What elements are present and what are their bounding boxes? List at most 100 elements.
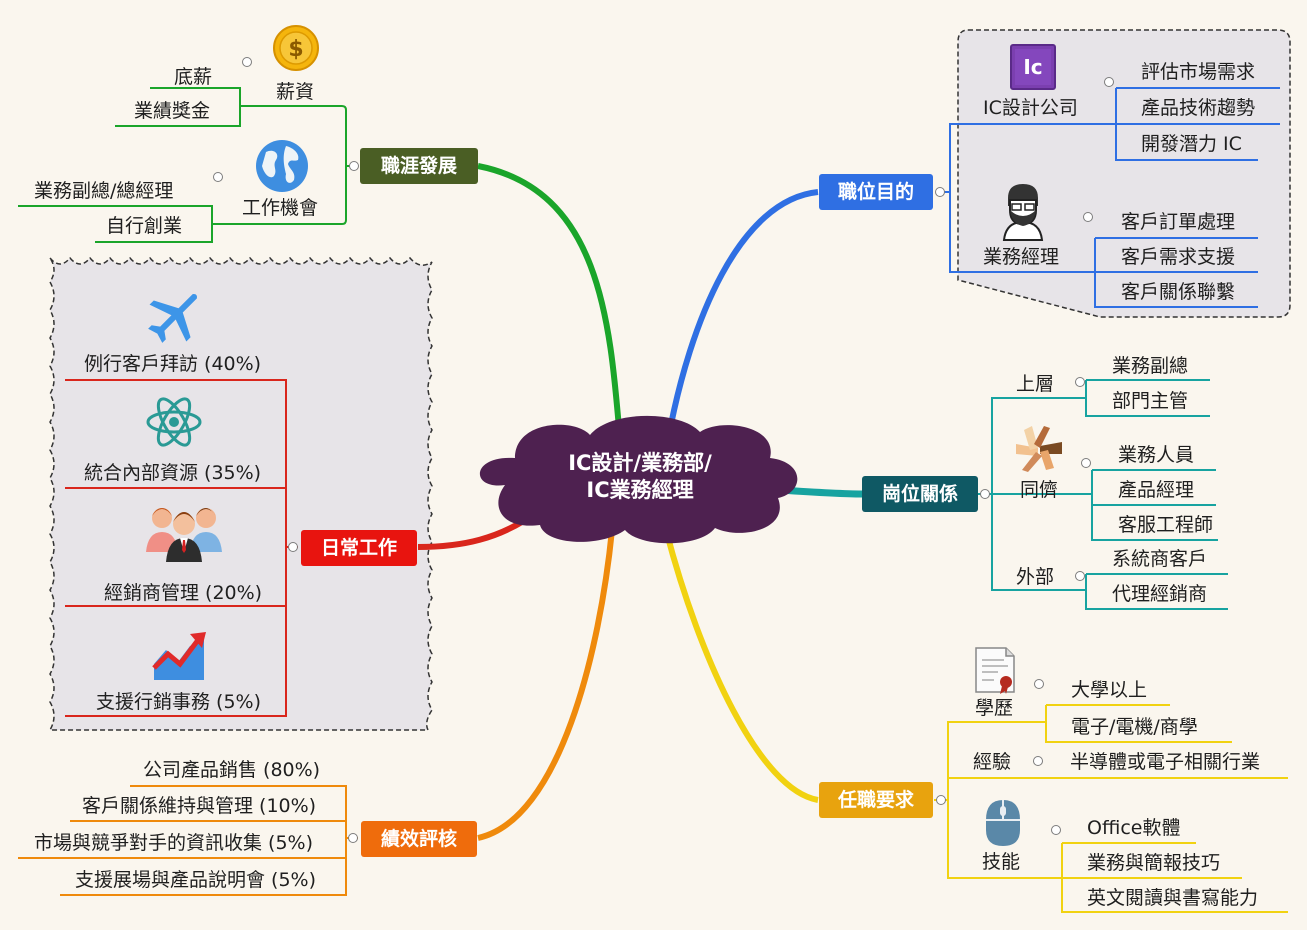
globe-icon — [254, 138, 310, 198]
requirements-experience-item-1[interactable]: 半導體或電子相關行業 — [1070, 751, 1261, 773]
topic-daily-work[interactable]: 日常工作 — [301, 530, 417, 566]
peer-collapse-toggle[interactable] — [1081, 458, 1091, 468]
daily-item-3[interactable]: 經銷商管理 (20%) — [104, 582, 263, 604]
topic-requirements[interactable]: 任職要求 — [819, 782, 933, 818]
relations-external-label[interactable]: 外部 — [1016, 566, 1055, 588]
purpose-boundary — [957, 29, 1291, 318]
topic-relations[interactable]: 崗位關係 — [862, 476, 978, 512]
career-salary-line — [115, 105, 355, 167]
kpi-item-3[interactable]: 市場與競爭對手的資訊收集 (5%) — [34, 832, 314, 854]
relations-peer-label[interactable]: 同儕 — [1020, 479, 1059, 501]
daily-work-boundary — [48, 256, 433, 731]
career-opportunity-item-2[interactable]: 自行創業 — [106, 215, 183, 237]
purpose-manager-label[interactable]: 業務經理 — [983, 246, 1060, 268]
relations-external-item-2[interactable]: 代理經銷商 — [1112, 583, 1208, 605]
bearded-man-avatar-icon — [998, 180, 1048, 246]
ic-app-icon-text: Ic — [1023, 55, 1042, 79]
daily-tree-line — [65, 379, 298, 717]
daily-item-1[interactable]: 例行客戶拜訪 (40%) — [84, 353, 262, 375]
career-opportunity-item-1[interactable]: 業務副總/總經理 — [34, 180, 174, 202]
purpose-company-item-1[interactable]: 評估市場需求 — [1141, 61, 1256, 83]
ic-design-app-icon: Ic — [1010, 44, 1056, 94]
salary-collapse-toggle[interactable] — [242, 57, 252, 67]
purpose-collapse-toggle[interactable] — [935, 187, 945, 197]
opportunity-collapse-toggle[interactable] — [213, 172, 223, 182]
daily-collapse-toggle[interactable] — [288, 542, 298, 552]
purpose-manager-item-3[interactable]: 客戶關係聯繫 — [1121, 281, 1236, 303]
purpose-manager-item-1[interactable]: 客戶訂單處理 — [1121, 211, 1236, 233]
skills-collapse-toggle[interactable] — [1051, 825, 1061, 835]
center-cloud — [479, 415, 798, 544]
relations-upper-item-2[interactable]: 部門主管 — [1112, 390, 1189, 412]
career-opportunity-sub2 — [95, 224, 213, 243]
branch-kpi — [477, 529, 615, 841]
relations-upper-items — [1085, 379, 1210, 417]
requirements-education-item-1[interactable]: 大學以上 — [1071, 679, 1148, 701]
airplane-icon — [143, 284, 207, 352]
growth-chart-icon — [150, 628, 210, 688]
relations-peer-item-2[interactable]: 產品經理 — [1118, 479, 1195, 501]
branch-purpose — [665, 189, 819, 441]
external-collapse-toggle[interactable] — [1075, 571, 1085, 581]
requirements-education-label[interactable]: 學歷 — [975, 697, 1014, 719]
coin-icon: $ — [272, 24, 320, 76]
central-topic[interactable]: IC設計/業務部/ IC業務經理 — [520, 450, 760, 504]
daily-item-2[interactable]: 統合內部資源 (35%) — [84, 462, 262, 484]
diploma-certificate-icon — [974, 646, 1018, 698]
purpose-tree-line — [940, 123, 1116, 273]
requirements-skills-item-3[interactable]: 英文閱讀與書寫能力 — [1087, 887, 1259, 909]
atom-icon — [146, 394, 202, 454]
career-opportunity-line — [212, 166, 347, 225]
requirements-skills-item-1[interactable]: Office軟體 — [1087, 817, 1181, 839]
kpi-item-1[interactable]: 公司產品銷售 (80%) — [143, 759, 321, 781]
requirements-education-item-2[interactable]: 電子/電機/商學 — [1071, 716, 1198, 738]
career-salary-item-2[interactable]: 業績獎金 — [134, 100, 211, 122]
purpose-manager-items — [1094, 237, 1258, 308]
purpose-manager-item-2[interactable]: 客戶需求支援 — [1121, 246, 1236, 268]
career-opportunity-label[interactable]: 工作機會 — [242, 197, 319, 219]
career-opportunity-sub — [18, 205, 213, 224]
purpose-company-items — [1115, 87, 1280, 161]
relations-upper-label[interactable]: 上層 — [1016, 373, 1055, 395]
daily-item-4[interactable]: 支援行銷事務 (5%) — [96, 691, 262, 713]
branch-career — [477, 163, 623, 441]
requirements-skills-items — [1061, 842, 1288, 913]
purpose-company-item-3[interactable]: 開發潛力 IC — [1141, 133, 1242, 155]
purpose-company-label[interactable]: IC設計公司 — [983, 97, 1078, 119]
company-collapse-toggle[interactable] — [1104, 77, 1114, 87]
team-people-icon — [144, 500, 224, 568]
education-collapse-toggle[interactable] — [1034, 679, 1044, 689]
topic-purpose[interactable]: 職位目的 — [819, 174, 933, 210]
manager-collapse-toggle[interactable] — [1083, 212, 1093, 222]
experience-collapse-toggle[interactable] — [1033, 756, 1043, 766]
requirements-experience-label[interactable]: 經驗 — [973, 751, 1012, 773]
requirements-skills-item-2[interactable]: 業務與簡報技巧 — [1087, 852, 1221, 874]
joined-hands-icon — [1012, 424, 1066, 478]
purpose-company-item-2[interactable]: 產品技術趨勢 — [1141, 97, 1256, 119]
relations-external-item-1[interactable]: 系統商客戶 — [1112, 548, 1208, 570]
relations-peer-item-1[interactable]: 業務人員 — [1118, 444, 1195, 466]
kpi-item-4[interactable]: 支援展場與產品說明會 (5%) — [75, 869, 317, 891]
mouse-icon — [984, 798, 1022, 852]
kpi-collapse-toggle[interactable] — [348, 833, 358, 843]
branch-requirements — [663, 529, 819, 803]
relations-collapse-toggle[interactable] — [980, 489, 990, 499]
kpi-item-2[interactable]: 客戶關係維持與管理 (10%) — [82, 795, 317, 817]
career-salary-label[interactable]: 薪資 — [276, 81, 315, 103]
requirements-collapse-toggle[interactable] — [936, 795, 946, 805]
topic-career[interactable]: 職涯發展 — [360, 148, 478, 184]
requirements-skills-label[interactable]: 技能 — [982, 851, 1021, 873]
coin-symbol: $ — [288, 37, 303, 62]
central-topic-line-2: IC業務經理 — [586, 478, 694, 502]
relations-upper-item-1[interactable]: 業務副總 — [1112, 355, 1189, 377]
career-collapse-toggle[interactable] — [349, 161, 359, 171]
central-topic-line-1: IC設計/業務部/ — [568, 451, 712, 475]
relations-peer-item-3[interactable]: 客服工程師 — [1118, 514, 1214, 536]
requirements-education-items — [1045, 704, 1232, 743]
career-salary-item-1[interactable]: 底薪 — [174, 66, 213, 88]
upper-collapse-toggle[interactable] — [1075, 377, 1085, 387]
topic-kpi[interactable]: 績效評核 — [361, 821, 477, 857]
kpi-tree-line — [18, 785, 358, 896]
career-salary-base-line — [150, 87, 241, 106]
